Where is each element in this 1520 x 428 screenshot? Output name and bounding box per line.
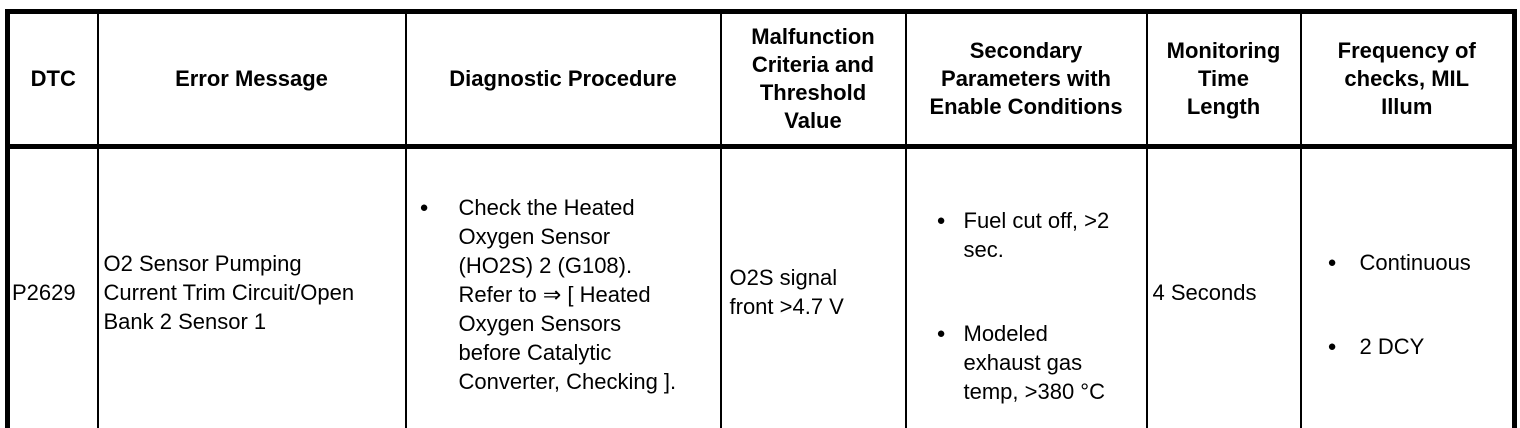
list-item: ● Check the Heated Oxygen Sensor (HO2S) … bbox=[419, 193, 719, 396]
cell-error-message: O2 Sensor Pumping Current Trim Circuit/O… bbox=[96, 145, 407, 428]
header-monitoring-time: Monitoring Time Length bbox=[1145, 10, 1302, 149]
secondary-parameter-text: Fuel cut off, >2 sec. bbox=[963, 208, 1110, 262]
diagnostic-step-text: Check the Heated Oxygen Sensor (HO2S) 2 … bbox=[458, 195, 677, 394]
table-row: P2629 O2 Sensor Pumping Current Trim Cir… bbox=[6, 145, 1516, 428]
cell-diagnostic-procedure: ● Check the Heated Oxygen Sensor (HO2S) … bbox=[404, 145, 722, 428]
cell-monitoring-time: 4 Seconds bbox=[1145, 145, 1302, 428]
header-row: DTC Error Message Diagnostic Procedure M… bbox=[6, 10, 1516, 149]
frequency-item-text: Continuous bbox=[1359, 250, 1471, 275]
bullet-icon: ● bbox=[936, 325, 946, 342]
header-error-message: Error Message bbox=[96, 10, 407, 149]
list-item: ● Modeled exhaust gas temp, >380 °C bbox=[936, 319, 1145, 406]
header-secondary-parameters: Secondary Parameters with Enable Conditi… bbox=[904, 10, 1148, 149]
cell-dtc-code: P2629 bbox=[6, 145, 99, 428]
frequency-item-text: 2 DCY bbox=[1359, 334, 1425, 359]
page: DTC Error Message Diagnostic Procedure M… bbox=[0, 9, 1520, 428]
bullet-icon: ● bbox=[936, 212, 946, 229]
cell-malfunction-criteria: O2S signal front >4.7 V bbox=[719, 145, 907, 428]
bullet-icon: ● bbox=[1327, 254, 1337, 271]
list-item: ● Fuel cut off, >2 sec. bbox=[936, 206, 1145, 264]
header-diagnostic-procedure: Diagnostic Procedure bbox=[404, 10, 722, 149]
cell-frequency-checks: ● Continuous ● 2 DCY bbox=[1299, 145, 1516, 428]
header-dtc: DTC bbox=[6, 10, 99, 149]
cell-secondary-parameters: ● Fuel cut off, >2 sec. ● Modeled exhaus… bbox=[904, 145, 1148, 428]
list-item: ● Continuous bbox=[1328, 248, 1513, 277]
header-frequency-checks: Frequency of checks, MIL Illum bbox=[1299, 10, 1516, 149]
header-malfunction-criteria: Malfunction Criteria and Threshold Value bbox=[719, 10, 907, 149]
bullet-icon: ● bbox=[1327, 338, 1337, 355]
list-item: ● 2 DCY bbox=[1328, 332, 1513, 361]
bullet-icon: ● bbox=[419, 199, 429, 216]
dtc-table: DTC Error Message Diagnostic Procedure M… bbox=[5, 9, 1517, 428]
secondary-parameter-text: Modeled exhaust gas temp, >380 °C bbox=[963, 321, 1106, 404]
